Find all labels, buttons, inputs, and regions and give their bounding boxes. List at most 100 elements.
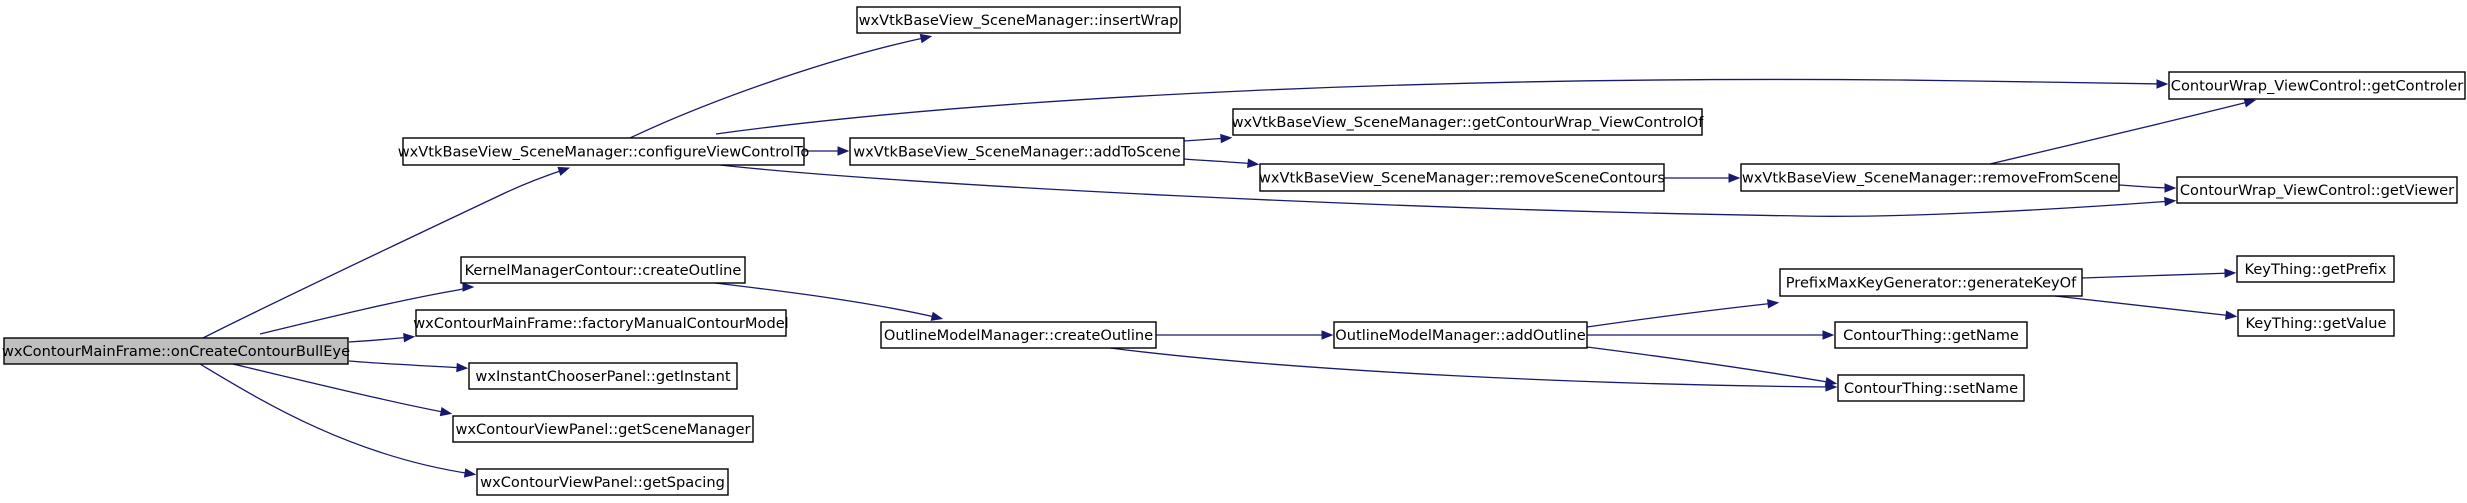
- function-node[interactable]: KeyThing::getPrefix: [2236, 255, 2395, 283]
- edge-line: [1586, 346, 1834, 384]
- node-box: [415, 309, 787, 337]
- edge-n11-n12: [1989, 98, 2257, 165]
- node-box: [1259, 163, 1665, 192]
- node-label: wxVtkBaseView_SceneManager::insertWrap: [859, 12, 1179, 29]
- arrowhead: [462, 282, 475, 292]
- function-node[interactable]: ContourWrap_ViewControl::getViewer: [2176, 176, 2458, 204]
- edge-n0-n6: [199, 363, 477, 478]
- edge-n16-n19: [2081, 268, 2237, 279]
- arrowhead: [2164, 183, 2177, 193]
- node-box: [460, 256, 746, 284]
- node-label: ContourWrap_ViewControl::getViewer: [2180, 182, 2454, 199]
- node-label: wxContourMainFrame::onCreateContourBullE…: [2, 343, 350, 360]
- edge-layer: [199, 33, 2257, 478]
- arrowhead: [1767, 299, 1780, 309]
- node-label: PrefixMaxKeyGenerator::generateKeyOf: [1786, 275, 2077, 292]
- function-node[interactable]: KeyThing::getValue: [2237, 309, 2395, 337]
- arrowhead: [439, 406, 453, 417]
- edge-line: [348, 360, 465, 369]
- node-box: [880, 321, 1157, 349]
- function-node[interactable]: wxContourViewPanel::getSpacing: [476, 468, 729, 496]
- edge-line: [714, 282, 940, 319]
- edge-line: [2081, 272, 2233, 279]
- node-label: KeyThing::getPrefix: [2244, 261, 2386, 278]
- root-function-node[interactable]: wxContourMainFrame::onCreateContourBullE…: [2, 337, 350, 365]
- function-node[interactable]: wxInstantChooserPanel::getInstant: [468, 362, 738, 390]
- arrowhead: [919, 33, 933, 44]
- arrowhead: [1220, 133, 1233, 144]
- edge-n0-n5: [232, 363, 453, 417]
- function-node[interactable]: wxVtkBaseView_SceneManager::getContourWr…: [1232, 108, 1705, 136]
- edge-line: [715, 78, 2165, 135]
- node-label: wxVtkBaseView_SceneManager::configureVie…: [398, 144, 810, 161]
- function-node[interactable]: wxContourViewPanel::getSceneManager: [452, 415, 754, 443]
- edge-line: [1183, 158, 1256, 165]
- edge-line: [232, 363, 449, 414]
- edge-n2-n14: [714, 282, 944, 321]
- node-label: ContourThing::setName: [1844, 380, 2018, 397]
- node-label: OutlineModelManager::createOutline: [884, 327, 1153, 344]
- arrowhead: [2156, 79, 2169, 89]
- function-node[interactable]: OutlineModelManager::createOutline: [880, 321, 1157, 349]
- arrowhead: [1728, 173, 1741, 183]
- edge-line: [2054, 295, 2234, 317]
- node-box: [1837, 374, 2025, 402]
- function-node[interactable]: wxVtkBaseView_SceneManager::removeFromSc…: [1740, 163, 2120, 192]
- arrowhead: [463, 468, 477, 478]
- arrowhead: [403, 332, 416, 343]
- node-box: [2237, 309, 2395, 337]
- edge-n14-n18: [1109, 347, 1838, 392]
- arrowhead: [557, 166, 571, 176]
- edge-n15-n18: [1586, 346, 1838, 387]
- arrowhead: [1247, 158, 1260, 168]
- function-node[interactable]: ContourThing::getName: [1834, 321, 2028, 349]
- node-label: wxVtkBaseView_SceneManager::removeSceneC…: [1259, 170, 1665, 187]
- node-box: [3, 337, 349, 365]
- node-box: [476, 468, 729, 496]
- function-node[interactable]: wxVtkBaseView_SceneManager::configureVie…: [398, 137, 810, 166]
- edge-line: [348, 336, 412, 343]
- function-node[interactable]: OutlineModelManager::addOutline: [1333, 321, 1588, 349]
- function-node[interactable]: ContourWrap_ViewControl::getControler: [2168, 71, 2466, 100]
- node-box: [1333, 321, 1588, 349]
- node-box: [468, 362, 738, 390]
- function-node[interactable]: ContourThing::setName: [1837, 374, 2025, 402]
- arrowhead: [930, 311, 944, 321]
- edge-n0-n4: [348, 360, 469, 373]
- edge-line: [1586, 302, 1776, 328]
- node-layer: wxContourMainFrame::onCreateContourBullE…: [2, 6, 2466, 496]
- edge-n8-n9: [1183, 133, 1233, 144]
- edge-n8-n10: [1183, 158, 1260, 168]
- node-label: ContourThing::getName: [1843, 327, 2019, 344]
- node-box: [452, 415, 754, 443]
- edge-n0-n3: [348, 332, 416, 343]
- node-label: OutlineModelManager::addOutline: [1335, 327, 1585, 344]
- node-box: [402, 137, 805, 166]
- node-box: [1740, 163, 2120, 192]
- node-label: wxVtkBaseView_SceneManager::getContourWr…: [1232, 114, 1705, 131]
- function-node[interactable]: wxVtkBaseView_SceneManager::removeSceneC…: [1259, 163, 1665, 192]
- function-node[interactable]: KernelManagerContour::createOutline: [460, 256, 746, 284]
- function-node[interactable]: wxContourMainFrame::factoryManualContour…: [413, 309, 789, 337]
- edge-n1-n8: [805, 146, 850, 156]
- node-box: [2236, 255, 2395, 283]
- node-label: wxVtkBaseView_SceneManager::addToScene: [853, 144, 1181, 161]
- arrowhead: [2224, 268, 2237, 278]
- node-label: wxVtkBaseView_SceneManager::removeFromSc…: [1742, 170, 2118, 187]
- function-node[interactable]: PrefixMaxKeyGenerator::generateKeyOf: [1779, 268, 2083, 297]
- function-node[interactable]: wxVtkBaseView_SceneManager::addToScene: [849, 137, 1185, 166]
- edge-n1-n12: [715, 78, 2169, 135]
- node-box: [1232, 108, 1703, 136]
- edge-n10-n11: [1664, 173, 1741, 183]
- arrowhead: [1321, 330, 1334, 340]
- arrowhead: [2225, 310, 2238, 320]
- edge-n15-n17: [1587, 330, 1835, 340]
- edge-line: [629, 36, 929, 139]
- edge-n0-n2: [259, 282, 475, 335]
- edge-line: [202, 168, 567, 339]
- function-node[interactable]: wxVtkBaseView_SceneManager::insertWrap: [856, 6, 1181, 34]
- edge-line: [199, 363, 473, 475]
- arrowhead: [1822, 330, 1835, 340]
- arrowhead: [456, 362, 469, 373]
